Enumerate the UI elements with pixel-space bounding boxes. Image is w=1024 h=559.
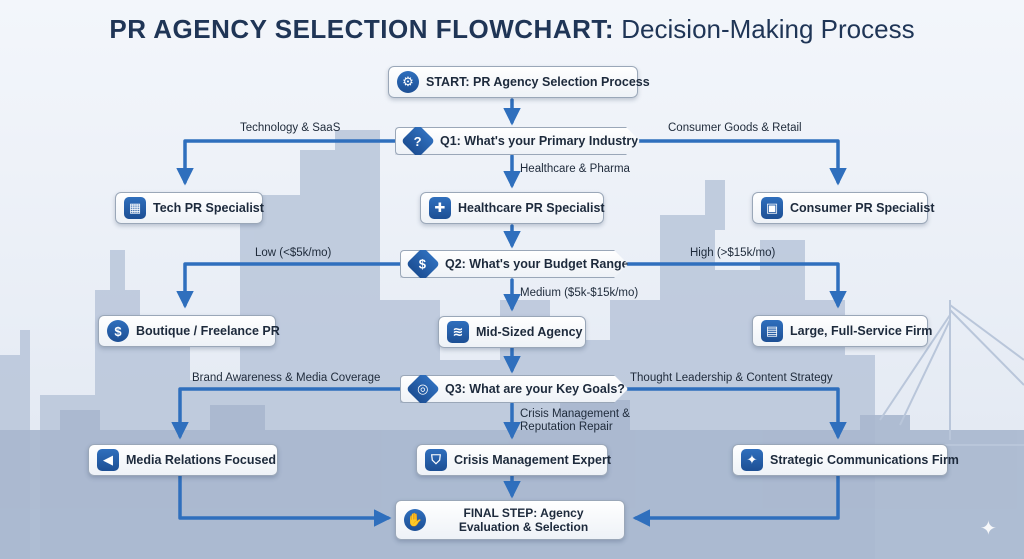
medical-kit-icon: ✚ [429,197,451,219]
dollar-coin-icon: $ [107,320,129,342]
target-icon: ◎ [406,372,440,406]
healthcare-pr-specialist-node: ✚ Healthcare PR Specialist [420,192,605,224]
handshake-icon: ✋ [404,509,426,531]
gear-icon: ⚙ [397,71,419,93]
megaphone-icon: ◀ [97,449,119,471]
treasure-chest-icon: ▤ [761,320,783,342]
consumer-label: Consumer PR Specialist [790,201,935,215]
decision-q1: ? Q1: What's your Primary Industry? [395,127,640,155]
arrow-strategic-final [632,474,840,527]
arrow-media-final [178,474,392,527]
q2-label: Q2: What's your Budget Range? [445,257,637,271]
edge-label-low: Low (<$5k/mo) [255,247,332,259]
crisis-label: Crisis Management Expert [454,453,611,467]
tech-pr-specialist-node: ▦ Tech PR Specialist [115,192,264,224]
money-bag-icon: $ [406,247,440,281]
media-label: Media Relations Focused [126,453,277,467]
arrow-q3-media [171,387,402,440]
title-bold: PR AGENCY SELECTION FLOWCHART: [109,14,615,44]
edge-label-crisis-management: Crisis Management & Reputation Repair [520,408,630,433]
arrow-q1-tech [176,139,397,186]
midsized-label: Mid-Sized Agency [476,325,583,339]
arrow-q2-boutique [176,262,402,309]
question-icon: ? [401,124,435,158]
final-label: FINAL STEP: Agency Evaluation & Selectio… [458,506,589,534]
edge-label-thought-leadership: Thought Leadership & Content Strategy [630,372,833,384]
shopping-bag-icon: ▣ [761,197,783,219]
arrow-q1-consumer [638,139,847,186]
arrow-q3-strategic [626,387,847,440]
start-node: ⚙ START: PR Agency Selection Process [388,66,650,98]
strategic-communications-firm-node: ✦ Strategic Communications Firm [732,444,959,476]
coin-stack-icon: ≋ [447,321,469,343]
consumer-pr-specialist-node: ▣ Consumer PR Specialist [752,192,935,224]
edge-label-high: High (>$15k/mo) [690,247,776,259]
edge-label-brand-awareness: Brand Awareness & Media Coverage [192,372,381,384]
large-full-service-firm-node: ▤ Large, Full-Service Firm [752,315,932,347]
decision-q2: $ Q2: What's your Budget Range? [400,250,628,278]
healthcare-label: Healthcare PR Specialist [458,201,605,215]
sparkle-icon: ✦ [980,518,997,540]
start-label: START: PR Agency Selection Process [426,75,650,89]
large-label: Large, Full-Service Firm [790,324,933,338]
boutique-freelance-pr-node: $ Boutique / Freelance PR [98,315,280,347]
mid-sized-agency-node: ≋ Mid-Sized Agency [438,316,586,348]
crisis-management-expert-node: ⛉ Crisis Management Expert [416,444,611,476]
edge-label-healthcare: Healthcare & Pharma [520,163,630,175]
decision-q3: ◎ Q3: What are your Key Goals? [400,375,628,403]
edge-label-consumer: Consumer Goods & Retail [668,122,802,134]
page-title: PR AGENCY SELECTION FLOWCHART: Decision-… [0,14,1024,45]
strategic-label: Strategic Communications Firm [770,453,959,467]
arrow-q2-large [626,262,847,309]
shield-icon: ⛉ [425,449,447,471]
boutique-label: Boutique / Freelance PR [136,324,280,338]
q3-label: Q3: What are your Key Goals? [445,382,625,396]
media-relations-focused-node: ◀ Media Relations Focused [88,444,278,476]
final-step-node: ✋ FINAL STEP: Agency Evaluation & Select… [395,500,625,540]
q1-label: Q1: What's your Primary Industry? [440,134,646,148]
lightbulb-icon: ✦ [741,449,763,471]
tech-label: Tech PR Specialist [153,201,264,215]
chip-icon: ▦ [124,197,146,219]
edge-label-technology: Technology & SaaS [240,122,341,134]
edge-label-medium: Medium ($5k-$15k/mo) [520,287,639,299]
title-light: Decision-Making Process [621,14,915,44]
